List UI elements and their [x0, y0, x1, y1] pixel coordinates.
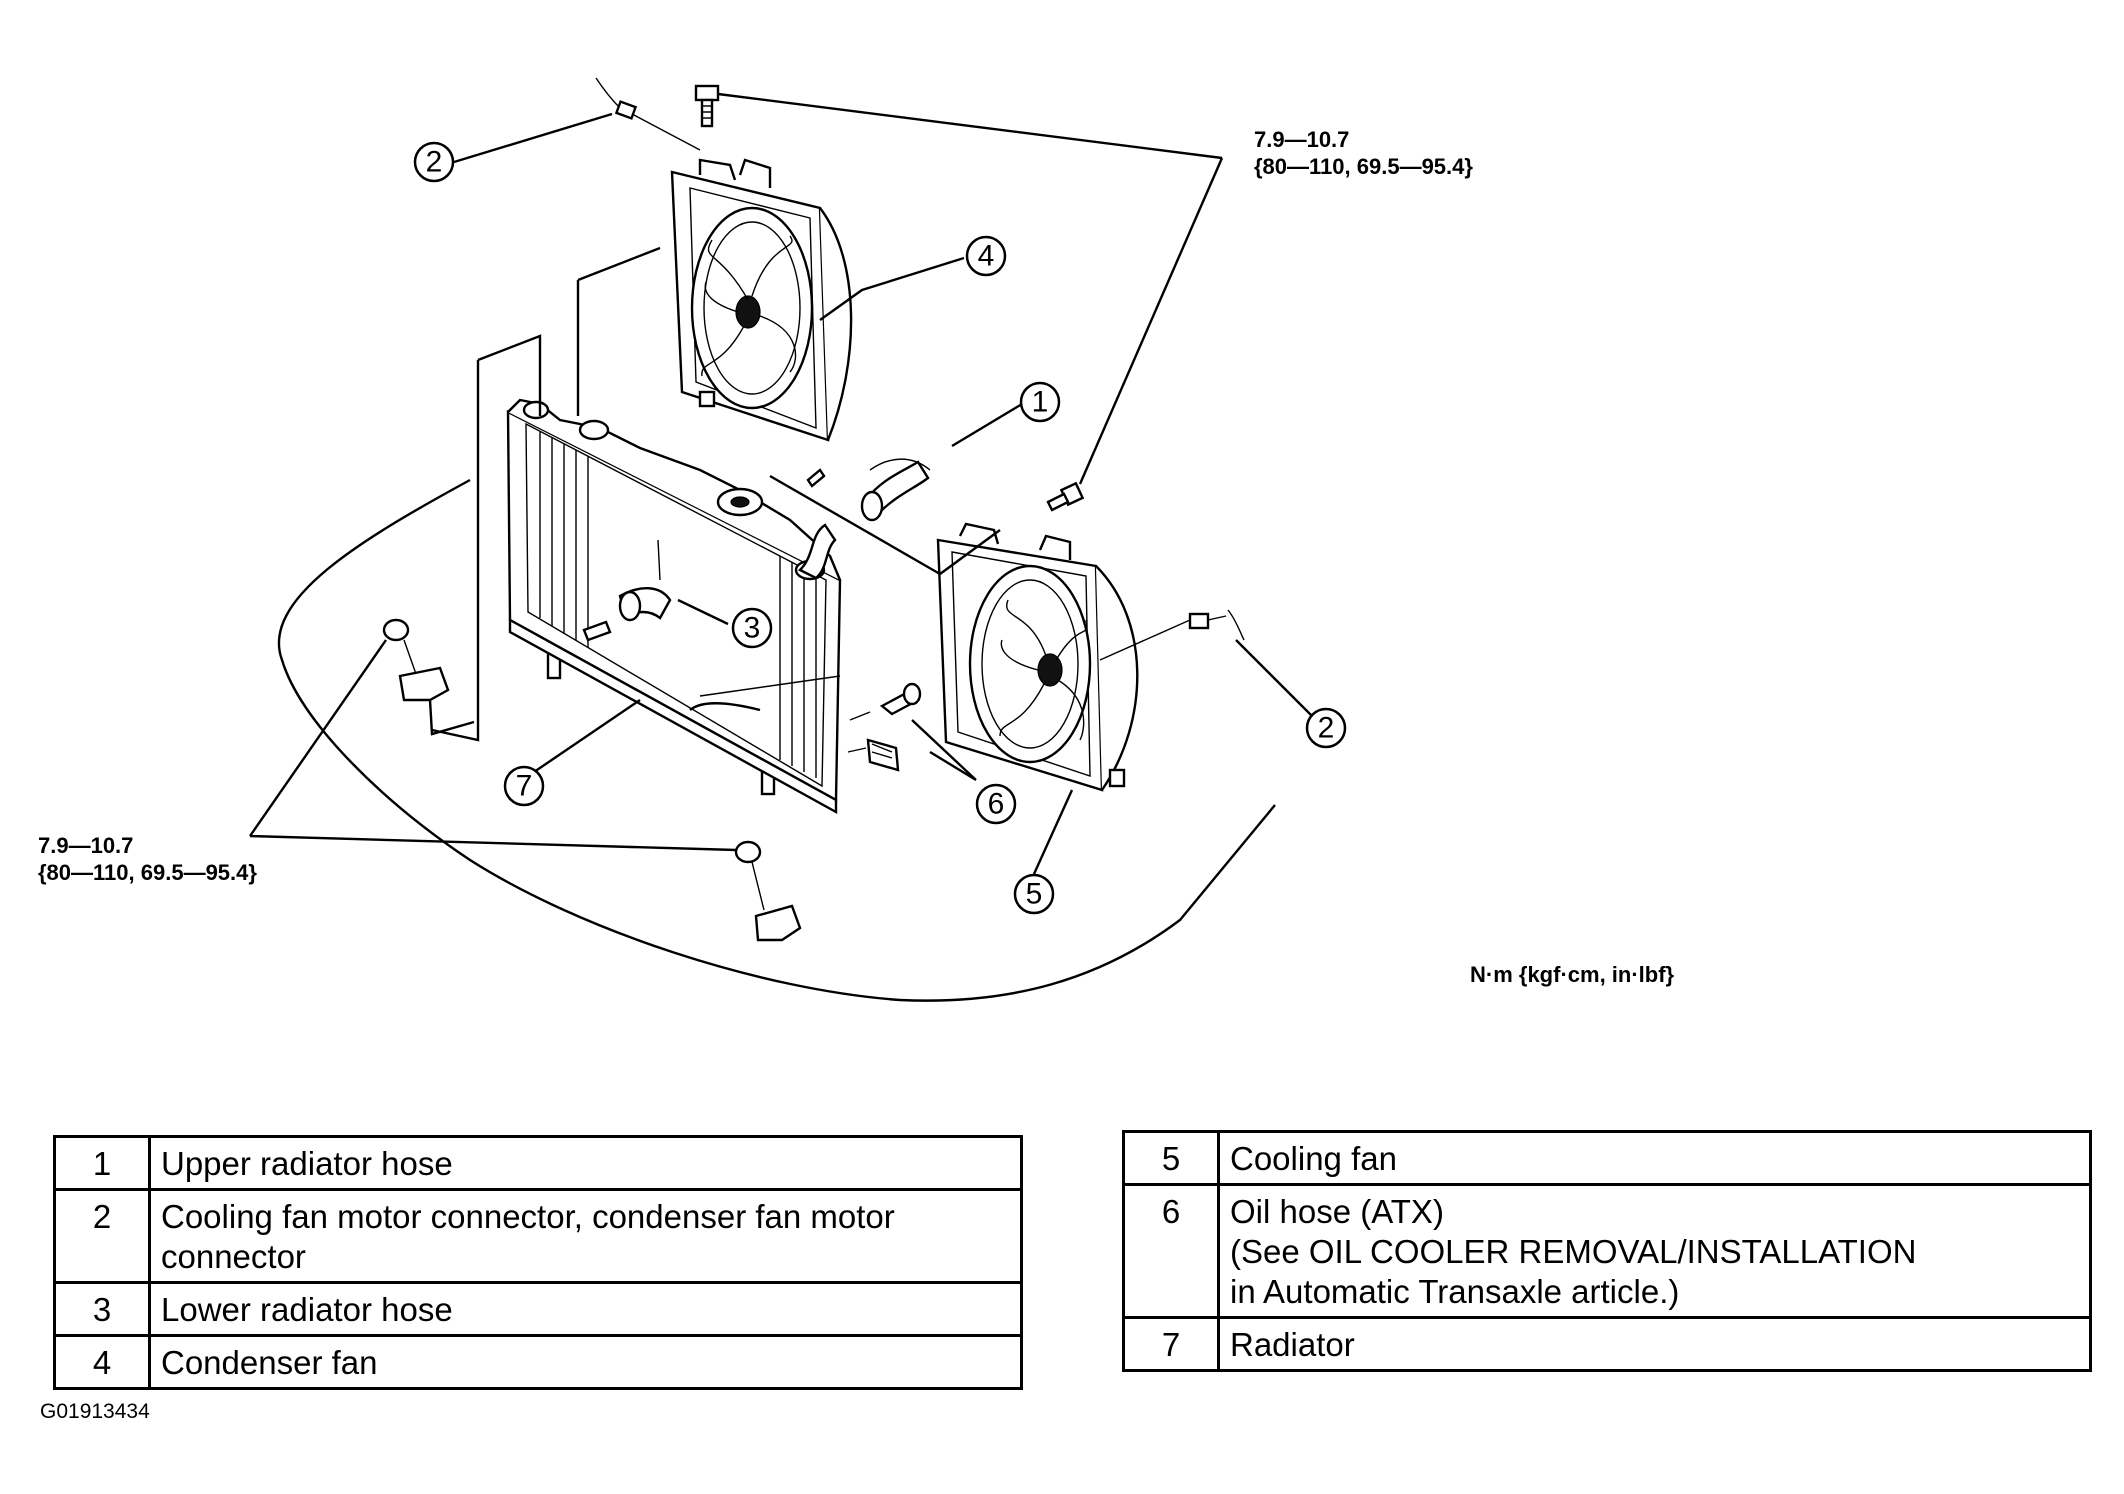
legend-label: Radiator — [1217, 1316, 2092, 1372]
bolt-right — [1046, 481, 1085, 512]
torque-spec-bottom: 7.9—10.7 {80—110, 69.5—95.4} — [38, 832, 257, 886]
svg-text:3: 3 — [744, 612, 761, 645]
svg-text:2: 2 — [426, 146, 443, 179]
guide-lines — [249, 92, 1224, 852]
legend-table-right: 5 Cooling fan 6 Oil hose (ATX) (See OIL … — [1122, 1130, 2092, 1372]
torque-spec-bottom-detail: {80—110, 69.5—95.4} — [38, 860, 257, 885]
callout-5: 5 — [1013, 873, 1055, 915]
legend-number: 4 — [53, 1334, 151, 1390]
oil-hose — [847, 682, 922, 772]
legend-number: 2 — [53, 1188, 151, 1284]
torque-spec-top: 7.9—10.7 {80—110, 69.5—95.4} — [1254, 126, 1473, 180]
legend-row: 6 Oil hose (ATX) (See OIL COOLER REMOVAL… — [1122, 1183, 2092, 1319]
legend-table-left: 1 Upper radiator hose 2 Cooling fan moto… — [53, 1135, 1023, 1390]
mount-bracket-left — [382, 618, 475, 736]
radiator-assembly-diagram: 1 2 2 3 4 5 6 7 — [249, 77, 1347, 1002]
upper-radiator-hose — [797, 458, 931, 580]
legend-row: 4 Condenser fan — [53, 1334, 1023, 1390]
fan-motor-connector-lower — [1099, 609, 1245, 661]
legend-label: Condenser fan — [148, 1334, 1023, 1390]
legend-row: 7 Radiator — [1122, 1316, 2092, 1372]
callout-2-lower: 2 — [1305, 707, 1347, 749]
svg-text:6: 6 — [988, 788, 1005, 821]
callout-4: 4 — [965, 235, 1007, 277]
fan-motor-connector-upper — [595, 77, 701, 151]
legend-row: 5 Cooling fan — [1122, 1130, 2092, 1186]
svg-text:1: 1 — [1032, 386, 1049, 419]
callout-6: 6 — [975, 783, 1017, 825]
figure-id: G01913434 — [40, 1400, 150, 1423]
callout-7: 7 — [503, 765, 545, 807]
torque-spec-bottom-value: 7.9—10.7 — [38, 833, 134, 858]
torque-units-label: N·m {kgf·cm, in·lbf} — [1470, 962, 1675, 987]
legend-number: 7 — [1122, 1316, 1220, 1372]
condenser-fan — [670, 158, 853, 442]
legend-label-line: (See OIL COOLER REMOVAL/INSTALLATION — [1230, 1233, 1917, 1270]
legend-label-line: Oil hose (ATX) — [1230, 1193, 1444, 1230]
torque-spec-top-detail: {80—110, 69.5—95.4} — [1254, 154, 1473, 179]
bolt-upper — [694, 84, 720, 128]
leader-lines — [453, 112, 1319, 875]
legend-number: 3 — [53, 1281, 151, 1337]
cooling-fan — [936, 522, 1139, 792]
svg-text:2: 2 — [1318, 712, 1335, 745]
legend-label-line: in Automatic Transaxle article.) — [1230, 1273, 1680, 1310]
legend-label: Upper radiator hose — [148, 1135, 1023, 1191]
torque-spec-top-value: 7.9—10.7 — [1254, 127, 1350, 152]
legend-row: 2 Cooling fan motor connector, condenser… — [53, 1188, 1023, 1284]
radiator — [506, 398, 842, 815]
svg-text:4: 4 — [978, 240, 995, 273]
legend-label: Cooling fan — [1217, 1130, 2092, 1186]
legend-number: 5 — [1122, 1130, 1220, 1186]
lower-radiator-hose — [582, 539, 672, 642]
legend-number: 1 — [53, 1135, 151, 1191]
mount-bracket-bottom — [734, 840, 802, 942]
legend-label: Lower radiator hose — [148, 1281, 1023, 1337]
callout-1: 1 — [1019, 381, 1061, 423]
svg-text:5: 5 — [1026, 878, 1043, 911]
vehicle-body-outline — [277, 478, 1276, 1002]
legend-label: Cooling fan motor connector, condenser f… — [148, 1188, 1023, 1284]
legend-label: Oil hose (ATX) (See OIL COOLER REMOVAL/I… — [1217, 1183, 2092, 1319]
legend-number: 6 — [1122, 1183, 1220, 1319]
legend-row: 1 Upper radiator hose — [53, 1135, 1023, 1191]
callout-2-upper: 2 — [413, 141, 455, 183]
callout-3: 3 — [731, 607, 773, 649]
legend-row: 3 Lower radiator hose — [53, 1281, 1023, 1337]
svg-text:7: 7 — [516, 770, 533, 803]
